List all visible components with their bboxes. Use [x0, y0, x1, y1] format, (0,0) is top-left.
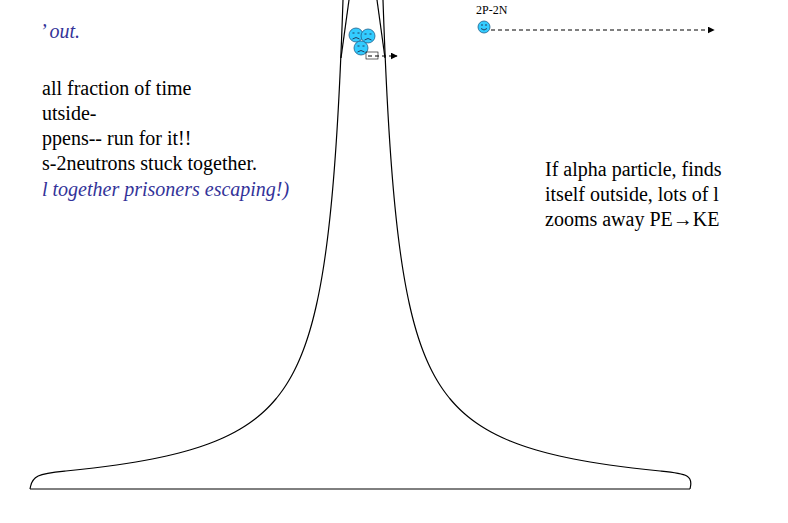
- barrier-curve: [383, 0, 691, 489]
- note-text: ’ out.: [40, 20, 80, 43]
- note-text: all fraction of time: [42, 77, 191, 100]
- escaped-alpha: [478, 21, 490, 33]
- note-text: itself outside, lots of l: [545, 183, 719, 206]
- trapped-particle: [361, 29, 375, 43]
- note-text: zooms away PE→KE: [545, 208, 719, 231]
- note-text: s-2neutrons stuck together.: [42, 152, 257, 175]
- escape-arrow: [491, 30, 714, 31]
- note-wrap: If alpha particle, finds: [545, 158, 722, 181]
- note-wrap: all fraction of time: [42, 77, 191, 100]
- note-wrap: itself outside, lots of l: [545, 183, 719, 206]
- note-text: ppens-- run for it!!: [42, 127, 191, 150]
- note-wrap: ppens-- run for it!!: [42, 127, 191, 150]
- tunnel-arrow: [368, 56, 397, 57]
- note-text: If alpha particle, finds: [545, 158, 722, 181]
- note-wrap: 2P-2N: [476, 4, 507, 18]
- well-wall: [377, 0, 385, 58]
- particle-label: 2P-2N: [476, 4, 507, 18]
- note-wrap: zooms away PE→KE: [545, 208, 719, 231]
- potential-barrier: [30, 0, 691, 489]
- note-wrap: utside-: [42, 102, 96, 125]
- base-line: [30, 489, 690, 490]
- well-wall: [341, 0, 349, 58]
- note-wrap: s-2neutrons stuck together.: [42, 152, 257, 175]
- note-text: utside-: [42, 102, 96, 125]
- barrier-curve: [30, 0, 343, 489]
- note-text: l together prisoners escaping!): [42, 178, 289, 201]
- note-wrap: l together prisoners escaping!): [42, 178, 289, 201]
- note-wrap: ’ out.: [40, 20, 80, 43]
